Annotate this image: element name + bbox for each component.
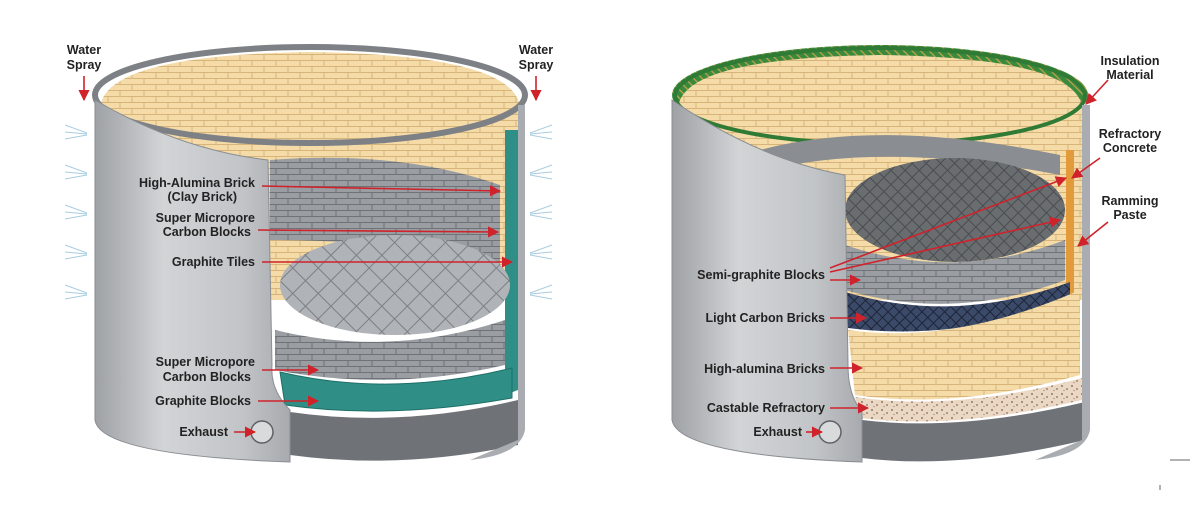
label-insulation-material-line2: Material: [1106, 68, 1153, 82]
left-carbon-blocks-layer: [275, 320, 505, 380]
right-inner-grey-band: [760, 135, 1060, 175]
label-semi-graphite-blocks: Semi-graphite Blocks: [697, 268, 825, 282]
left-rim: [92, 44, 528, 146]
left-diagram: Water Spray Water Spray High-Alumina Bri…: [64, 43, 554, 463]
right-semi-graphite-top: [845, 158, 1065, 262]
right-outer-shell: [671, 99, 863, 463]
water-spray-left-line2: Spray: [67, 58, 102, 72]
label-super-micropore-top-line1: Super Micropore: [156, 211, 255, 225]
left-graphite-blocks-layer: [279, 367, 513, 412]
label-ramming-paste-line1: Ramming: [1102, 194, 1159, 208]
right-light-carbon-bricks: [845, 282, 1070, 332]
water-spray-right-line2: Spray: [519, 58, 554, 72]
label-castable-refractory: Castable Refractory: [707, 401, 825, 415]
label-graphite-tiles: Graphite Tiles: [172, 255, 255, 269]
label-ramming-paste-line2: Paste: [1113, 208, 1146, 222]
right-semi-graphite-blocks: [845, 240, 1065, 304]
right-high-alumina-bricks: [848, 290, 1080, 400]
water-spray-right-line1: Water: [519, 43, 553, 57]
water-spray-left-line1: Water: [67, 43, 101, 57]
label-exhaust-right: Exhaust: [753, 425, 802, 439]
left-graphite-tile-floor: [280, 235, 510, 335]
label-insulation-material-line1: Insulation: [1100, 54, 1159, 68]
left-water-spray-mist: [64, 124, 553, 300]
label-high-alumina-bricks: High-alumina Bricks: [704, 362, 825, 376]
label-exhaust-left: Exhaust: [179, 425, 228, 439]
left-outer-shell-right: [470, 105, 525, 460]
left-bottom-cavity: [290, 400, 518, 461]
right-bottom-cavity: [862, 402, 1085, 462]
left-high-alumina-wall: [270, 157, 500, 265]
label-high-alumina-brick-line1: High-Alumina Brick: [139, 176, 255, 190]
label-light-carbon-bricks: Light Carbon Bricks: [706, 311, 826, 325]
left-outer-shell: [94, 99, 291, 463]
right-refractory-concrete: [1066, 150, 1074, 300]
label-super-micropore-top-line2: Carbon Blocks: [163, 225, 251, 239]
label-graphite-blocks: Graphite Blocks: [155, 394, 251, 408]
right-exhaust-port: [818, 420, 842, 444]
label-super-micropore-bottom-line1: Super Micropore: [156, 355, 255, 369]
label-refractory-concrete-line1: Refractory: [1099, 127, 1162, 141]
label-refractory-concrete-line2: Concrete: [1103, 141, 1157, 155]
right-outer-shell-right: [1035, 105, 1090, 460]
right-castable-refractory: [855, 378, 1082, 422]
label-super-micropore-bottom-line2: Carbon Blocks: [163, 370, 251, 384]
label-high-alumina-brick-line2: (Clay Brick): [168, 190, 237, 204]
right-diagram: Insulation Material Refractory Concrete …: [671, 45, 1162, 463]
